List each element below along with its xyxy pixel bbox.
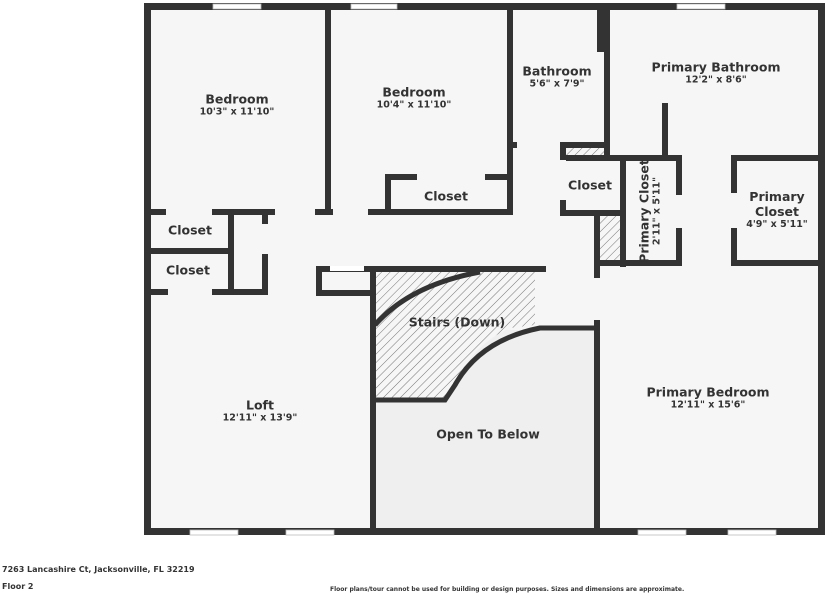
room-name: Closet: [424, 188, 468, 204]
window: [637, 529, 687, 536]
room-name: Primary: [749, 189, 805, 204]
room-dimensions: 12'11" x 15'6": [670, 399, 746, 411]
room-name-line2: Closet: [755, 204, 799, 219]
room-primary-closet-small: Primary Closet 2'11" x 5'11": [637, 159, 664, 263]
room-dimensions: 5'6" x 7'9": [529, 78, 585, 90]
window: [727, 529, 777, 536]
room-name: Bathroom: [522, 63, 592, 79]
room-dimensions: 10'4" x 11'10": [376, 99, 452, 111]
floor-label: Floor 2: [2, 582, 34, 591]
room-stairs: Stairs (Down): [409, 315, 506, 330]
room-closet-left-2: Closet: [166, 263, 210, 278]
room-dimensions: 10'3" x 11'10": [199, 106, 275, 118]
room-name: Closet: [166, 262, 210, 278]
room-dimensions: 12'11" x 13'9": [222, 412, 298, 424]
room-name: Primary Bathroom: [651, 59, 781, 75]
room-name: Primary Bedroom: [646, 384, 770, 400]
window: [189, 529, 239, 536]
room-name: Bedroom: [205, 91, 269, 107]
room-open-to-below: Open To Below: [436, 427, 540, 442]
window: [285, 529, 335, 536]
room-closet-hall: Closet: [568, 178, 612, 193]
room-name: Closet: [568, 177, 612, 193]
room-name: Open To Below: [436, 426, 540, 442]
room-name: Primary Closet: [636, 159, 652, 263]
window: [212, 3, 262, 10]
stairs-area: [375, 270, 535, 400]
room-bedroom-2: Bedroom 10'4" x 11'10": [377, 85, 452, 112]
room-name: Bedroom: [382, 84, 446, 100]
room-loft: Loft 12'11" x 13'9": [223, 398, 298, 425]
room-dimensions: 2'11" x 5'11": [651, 176, 663, 246]
room-dimensions: 4'9" x 5'11": [746, 219, 808, 230]
room-name: Closet: [168, 222, 212, 238]
window: [676, 3, 726, 10]
room-closet-left-1: Closet: [168, 223, 212, 238]
property-address: 7263 Lancashire Ct, Jacksonville, FL 322…: [2, 565, 195, 574]
room-name: Stairs (Down): [408, 314, 506, 330]
room-bedroom-1: Bedroom 10'3" x 11'10": [200, 92, 275, 119]
window: [350, 3, 398, 10]
room-closet-bedroom-2: Closet: [424, 189, 468, 204]
room-bathroom: Bathroom 5'6" x 7'9": [522, 64, 591, 91]
room-name: Loft: [246, 397, 274, 413]
room-primary-bedroom: Primary Bedroom 12'11" x 15'6": [646, 385, 769, 412]
disclaimer: Floor plans/tour cannot be used for buil…: [330, 586, 685, 593]
room-primary-closet: Primary Closet 4'9" x 5'11": [746, 189, 808, 231]
room-dimensions: 12'2" x 8'6": [685, 74, 747, 86]
room-primary-bathroom: Primary Bathroom 12'2" x 8'6": [652, 60, 781, 87]
